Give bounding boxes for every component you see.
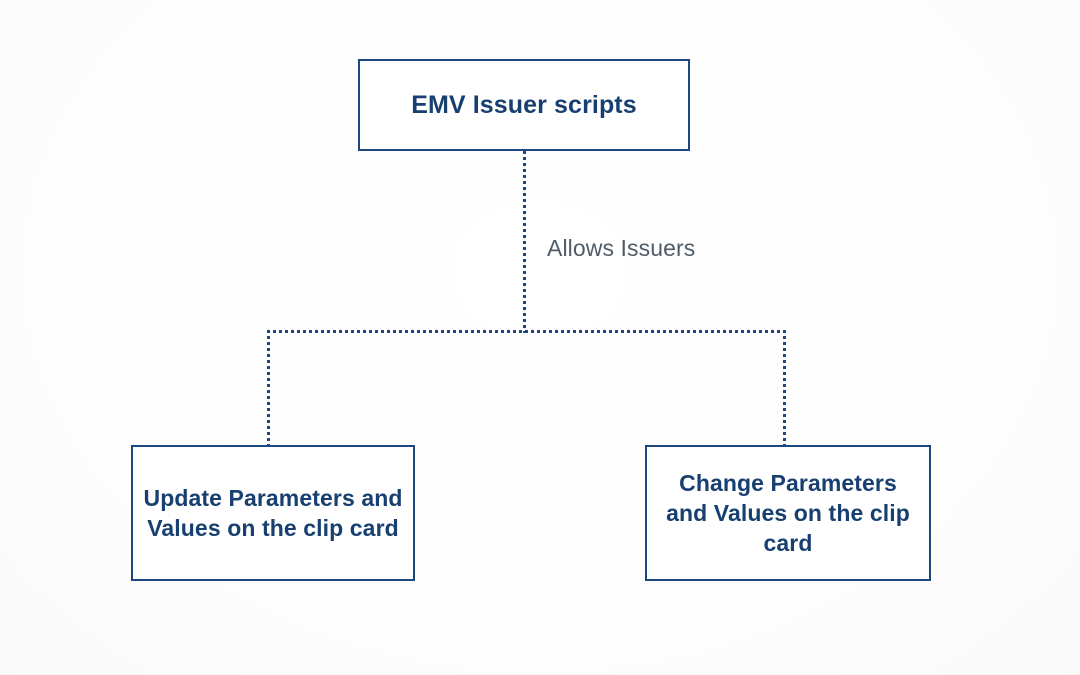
connector-left-drop — [267, 330, 270, 445]
node-update-parameters[interactable]: Update Parameters and Values on the clip… — [131, 445, 415, 581]
node-update-parameters-label: Update Parameters and Values on the clip… — [143, 484, 403, 541]
connector-crossbar — [267, 330, 786, 333]
node-emv-issuer-scripts-label: EMV Issuer scripts — [411, 90, 637, 119]
node-emv-issuer-scripts[interactable]: EMV Issuer scripts — [358, 59, 690, 151]
node-change-parameters-label: Change Parameters and Values on the clip… — [666, 469, 910, 557]
edge-label-allows-issuers: Allows Issuers — [547, 235, 696, 261]
connector-root-stem — [523, 151, 526, 333]
node-change-parameters[interactable]: Change Parameters and Values on the clip… — [645, 445, 931, 581]
connector-right-drop — [783, 330, 786, 445]
